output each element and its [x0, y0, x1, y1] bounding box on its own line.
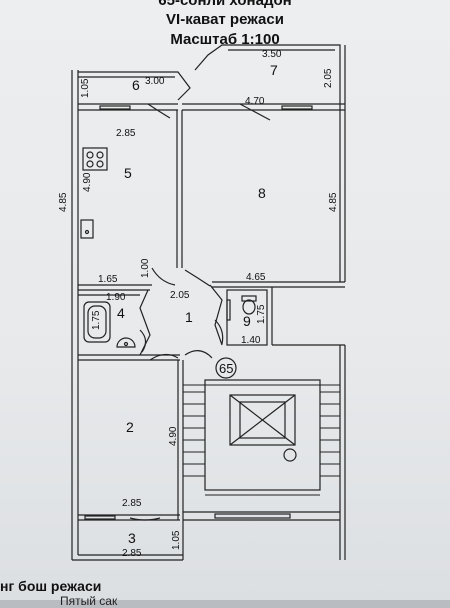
apartment-number-badge: [215, 357, 237, 379]
stove-icon: [82, 147, 108, 171]
room-7-label: 7: [270, 62, 278, 78]
dim-8-right: 4.85: [328, 192, 339, 212]
room-3-label: 3: [128, 530, 136, 546]
dim-3-height: 1.05: [171, 530, 182, 550]
stair-steps: [183, 384, 340, 496]
window-stair: [214, 513, 291, 519]
header-floor-title: VI-кават режаси: [166, 11, 284, 28]
dim-3-width: 2.85: [122, 548, 142, 559]
room-6-label: 6: [132, 77, 140, 93]
door-room-2: [149, 353, 179, 361]
toilet-icon: [241, 295, 257, 315]
door-balcony-3: [129, 517, 161, 521]
room-8-label: 8: [258, 185, 266, 201]
window-8: [281, 105, 313, 110]
room-9-label: 9: [243, 313, 251, 329]
stairwell: [204, 379, 321, 491]
dimension-labels: 1.05 3.00 3.50 2.05 4.70 2.85 4.90 4.85 …: [58, 49, 339, 559]
balcony-7-outline: [194, 44, 341, 110]
wc-door: [226, 299, 231, 321]
dim-6-width: 3.00: [145, 76, 165, 87]
dim-5-small: 1.00: [140, 258, 151, 278]
room-1-label: 1: [185, 309, 193, 325]
stairwell-outline: [204, 379, 321, 491]
door-room-9: [214, 319, 224, 345]
dim-8-top: 4.70: [245, 96, 265, 107]
hall-right-edge: [209, 284, 223, 346]
washbasin-icon: [116, 337, 136, 348]
door-balcony-7: [239, 103, 271, 121]
door-balcony-6: [147, 103, 171, 119]
doors: [129, 103, 271, 521]
dim-6-height: 1.05: [80, 78, 91, 98]
bathtub-icon: [83, 301, 111, 343]
door-room-4: [139, 329, 147, 353]
dim-5-side: 4.90: [82, 172, 93, 192]
footer-caption: Пятый сак: [60, 594, 118, 608]
dim-7-width: 3.50: [262, 49, 282, 60]
dim-9-height: 1.75: [256, 304, 267, 324]
dim-2-bottom: 2.85: [122, 498, 142, 509]
dim-5-bottom: 1.65: [98, 274, 118, 285]
balcony-6-outline: [78, 71, 191, 101]
window-2: [84, 515, 116, 520]
kitchen-sink-icon: [80, 219, 94, 239]
header-scale: Масштаб 1:100: [170, 31, 280, 48]
room-4-label: 4: [117, 305, 125, 321]
dim-4-height: 1.75: [91, 310, 102, 330]
room-5-label: 5: [124, 165, 132, 181]
header-apartment-title: 65-сонли хонадон: [158, 0, 292, 9]
elevator-shaft: [229, 394, 296, 446]
footer-plan-title: нг бош режаси: [0, 578, 102, 594]
dim-1-width: 2.05: [170, 290, 190, 301]
dim-5-top: 2.85: [116, 128, 136, 139]
windows: [84, 105, 313, 520]
dim-left-total: 4.85: [58, 192, 69, 212]
door-entrance: [184, 350, 213, 359]
dim-8-bottom: 4.65: [246, 272, 266, 283]
room-2-label: 2: [126, 419, 134, 435]
window-5: [99, 105, 131, 110]
door-room-5: [151, 267, 176, 286]
room-labels: 6 7 5 8 1 4 9 2 3 65: [117, 62, 278, 546]
dim-9-width: 1.40: [241, 335, 261, 346]
dim-2-side: 4.90: [168, 426, 179, 446]
door-room-8: [184, 269, 211, 287]
stair-column: [283, 448, 297, 462]
dim-7-height: 2.05: [323, 68, 334, 88]
apartment-number-label: 65: [219, 361, 233, 376]
dim-4-width: 1.90: [106, 292, 126, 303]
